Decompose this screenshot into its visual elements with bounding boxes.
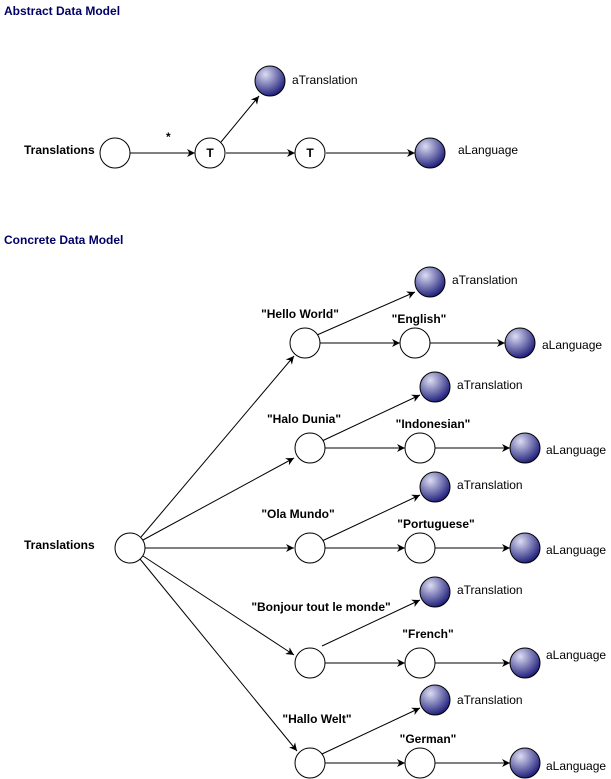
alanguage-node <box>509 747 541 779</box>
edge-text-to-translation <box>321 599 421 647</box>
alanguage-label: aLanguage <box>546 543 606 557</box>
concrete-heading: Concrete Data Model <box>4 233 123 247</box>
abstract-root-node <box>99 137 131 169</box>
language-value-label: "English" <box>392 312 447 326</box>
translation-node <box>419 576 451 608</box>
edge-root-to-text <box>142 457 295 541</box>
alanguage-node <box>509 532 541 564</box>
alanguage-label: aLanguage <box>546 648 606 662</box>
edge-text-to-translation <box>316 291 416 336</box>
abstract-data-model: Abstract Data Model Translations * T T a… <box>4 4 518 169</box>
abstract-multiplicity-label: * <box>166 130 171 144</box>
text-node <box>294 647 326 679</box>
language-node <box>404 432 436 464</box>
abstract-t1-label: T <box>206 146 214 160</box>
language-node <box>404 747 436 779</box>
alanguage-label: aLanguage <box>546 443 606 457</box>
edge-t1-to-translation <box>220 95 260 143</box>
abstract-t2-label: T <box>306 146 314 160</box>
language-node <box>404 647 436 679</box>
concrete-root-label: Translations <box>24 538 95 552</box>
translation-node <box>419 684 451 716</box>
abstract-translation-label: aTranslation <box>292 73 358 87</box>
text-value-label: "Hello World" <box>261 307 339 321</box>
translation-label: aTranslation <box>452 273 518 287</box>
text-node <box>294 532 326 564</box>
translation-label: aTranslation <box>457 478 523 492</box>
alanguage-label: aLanguage <box>546 759 606 773</box>
abstract-root-label: Translations <box>24 143 95 157</box>
branch-4: "Hallo Welt" "German" aTranslation aLang… <box>139 558 606 779</box>
language-node <box>399 327 431 359</box>
abstract-translation-node <box>254 65 286 97</box>
branch-3: "Bonjour tout le monde" "French" aTransl… <box>142 555 606 679</box>
alanguage-node <box>504 327 536 359</box>
edge-root-to-text <box>142 555 295 656</box>
text-value-label: "Hallo Welt" <box>282 712 351 726</box>
language-value-label: "German" <box>400 732 457 746</box>
text-node <box>294 432 326 464</box>
abstract-t1-node <box>194 137 226 169</box>
edge-text-to-translation <box>321 394 421 442</box>
translation-label: aTranslation <box>457 378 523 392</box>
translation-label: aTranslation <box>457 693 523 707</box>
text-value-label: "Ola Mundo" <box>261 507 334 521</box>
edge-root-to-text <box>140 355 295 538</box>
edge-text-to-translation <box>321 494 421 542</box>
alanguage-label: aLanguage <box>542 338 602 352</box>
edge-root-to-text <box>139 558 298 752</box>
alanguage-node <box>509 647 541 679</box>
text-node <box>289 327 321 359</box>
language-value-label: "Portuguese" <box>397 517 474 531</box>
text-value-label: "Bonjour tout le monde" <box>251 600 390 614</box>
branch-2: "Ola Mundo" "Portuguese" aTranslation aL… <box>145 471 606 564</box>
translation-label: aTranslation <box>457 583 523 597</box>
translation-node <box>419 471 451 503</box>
language-value-label: "Indonesian" <box>396 417 471 431</box>
text-value-label: "Halo Dunia" <box>267 412 341 426</box>
concrete-data-model: Concrete Data Model Translations "Hello … <box>4 233 606 779</box>
language-value-label: "French" <box>402 627 453 641</box>
edge-text-to-translation <box>321 707 421 755</box>
concrete-root-node <box>114 532 146 564</box>
alanguage-node <box>509 432 541 464</box>
text-node <box>294 747 326 779</box>
translation-node <box>414 266 446 298</box>
abstract-language-label: aLanguage <box>458 143 518 157</box>
abstract-language-node <box>414 137 446 169</box>
language-node <box>404 532 436 564</box>
branch-1: "Halo Dunia" "Indonesian" aTranslation a… <box>142 371 606 541</box>
abstract-t2-node <box>294 137 326 169</box>
translation-node <box>419 371 451 403</box>
branch-0: "Hello World" "English" aTranslation aLa… <box>140 266 602 538</box>
abstract-heading: Abstract Data Model <box>4 4 120 18</box>
